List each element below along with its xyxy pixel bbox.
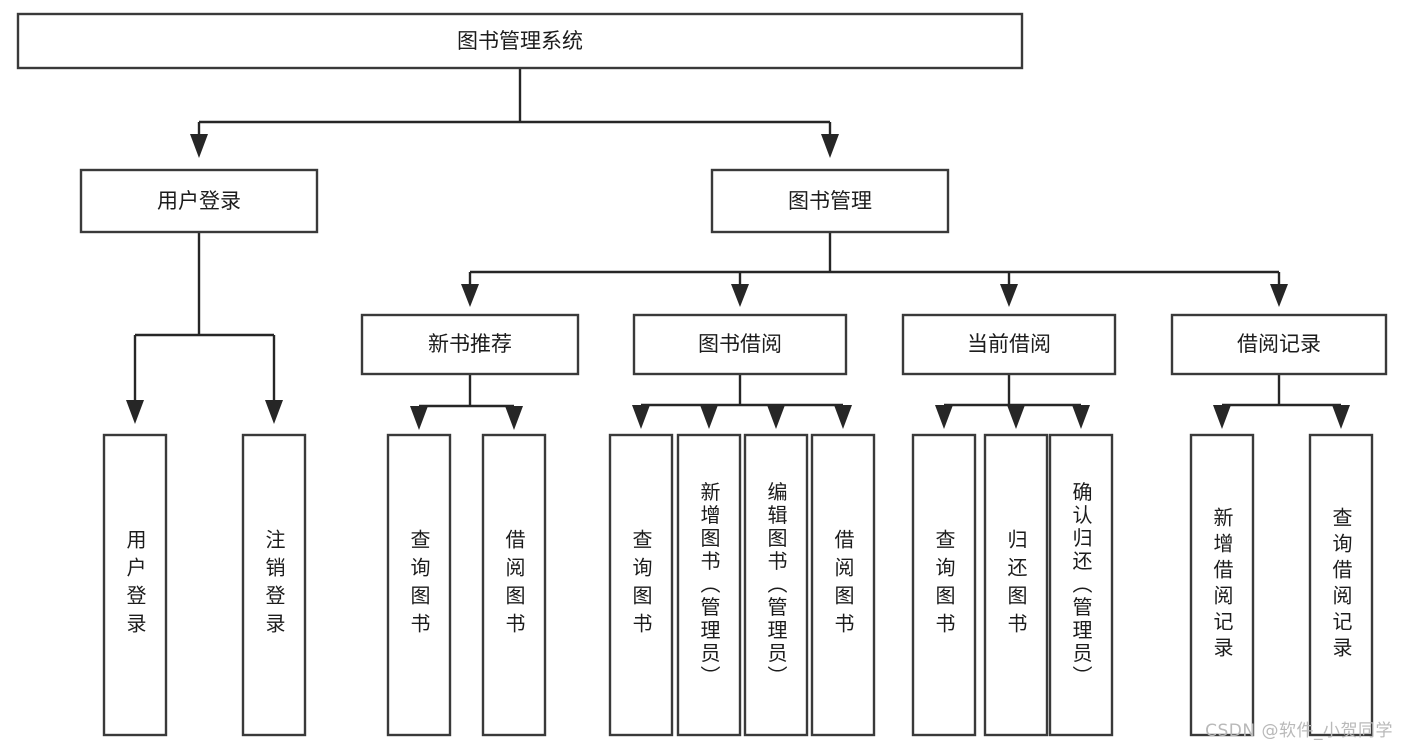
leaf-confirm-return-admin-label: 确认归还（管理员）	[1069, 481, 1093, 688]
arrow-record-leaf-2	[1332, 405, 1350, 429]
arrow-root-to-user-login	[190, 134, 208, 158]
leaf-query-book-current-label: 查询图书	[932, 529, 956, 641]
arrow-borrow-leaf-2	[700, 405, 718, 429]
leaf-query-book-current-box	[911, 433, 977, 737]
node-root-box	[16, 12, 1024, 70]
leaf-query-book-newbook-label: 查询图书	[407, 529, 431, 641]
leaf-logout-login-label: 注销登录	[262, 529, 286, 641]
leaf-query-borrow-record-label: 查询借阅记录	[1329, 507, 1353, 663]
leaf-edit-book-admin-box	[743, 433, 809, 737]
leaf-borrow-book-borrow-box	[810, 433, 876, 737]
leaf-query-book-borrow-label: 查询图书	[629, 529, 653, 641]
node-borrow-record-label: 借阅记录	[1237, 332, 1321, 356]
csdn-watermark: CSDN @软件_小贺同学	[1205, 721, 1393, 741]
leaf-edit-book-admin-label: 编辑图书（管理员）	[764, 481, 788, 688]
arrow-current-leaf-2	[1007, 405, 1025, 429]
leaf-query-borrow-record[interactable]: 查询借阅记录	[1308, 433, 1374, 737]
leaf-add-book-admin-box	[676, 433, 742, 737]
node-root-label: 图书管理系统	[457, 29, 583, 53]
arrow-book-mgmt-to-record	[1270, 284, 1288, 307]
arrow-root-to-book-mgmt	[821, 134, 839, 158]
node-book-borrow-box	[632, 313, 848, 376]
leaf-add-book-admin[interactable]: 新增图书（管理员）	[676, 433, 742, 737]
node-book-borrow[interactable]: 图书借阅	[632, 313, 848, 376]
arrow-new-book-leaf-2	[505, 406, 523, 430]
node-new-book-recommend-box	[360, 313, 580, 376]
node-current-borrow-box	[901, 313, 1117, 376]
node-new-book-recommend[interactable]: 新书推荐	[360, 313, 580, 376]
leaf-query-borrow-record-box	[1308, 433, 1374, 737]
leaf-edit-book-admin[interactable]: 编辑图书（管理员）	[743, 433, 809, 737]
leaf-borrow-book-borrow-label: 借阅图书	[831, 529, 855, 641]
arrow-current-leaf-3	[1072, 405, 1090, 429]
arrow-borrow-leaf-4	[834, 405, 852, 429]
arrow-book-mgmt-to-borrow	[731, 284, 749, 307]
leaf-confirm-return-admin-box	[1048, 433, 1114, 737]
leaf-return-book-label: 归还图书	[1004, 529, 1028, 641]
leaf-confirm-return-admin[interactable]: 确认归还（管理员）	[1048, 433, 1114, 737]
node-root-book-management-system[interactable]: 图书管理系统	[16, 12, 1024, 70]
leaf-query-book-newbook[interactable]: 查询图书	[386, 433, 452, 737]
leaf-user-login[interactable]: 用户登录	[102, 433, 168, 737]
arrow-record-leaf-1	[1213, 405, 1231, 429]
leaf-return-book[interactable]: 归还图书	[983, 433, 1049, 737]
leaf-logout-login[interactable]: 注销登录	[241, 433, 307, 737]
node-borrow-record-box	[1170, 313, 1388, 376]
leaf-add-borrow-record-label: 新增借阅记录	[1210, 507, 1234, 663]
node-book-management[interactable]: 图书管理	[710, 168, 950, 234]
node-borrow-record[interactable]: 借阅记录	[1170, 313, 1388, 376]
leaf-add-book-admin-label: 新增图书（管理员）	[697, 481, 721, 688]
leaf-add-borrow-record[interactable]: 新增借阅记录	[1189, 433, 1255, 737]
node-book-borrow-label: 图书借阅	[698, 332, 782, 356]
leaf-query-book-borrow[interactable]: 查询图书	[608, 433, 674, 737]
leaf-logout-login-box	[241, 433, 307, 737]
leaf-user-login-label: 用户登录	[123, 529, 147, 641]
node-current-borrow-label: 当前借阅	[967, 332, 1051, 356]
node-user-login-box	[79, 168, 319, 234]
arrow-user-login-leaf-2	[265, 400, 283, 424]
leaf-borrow-book-newbook[interactable]: 借阅图书	[481, 433, 547, 737]
leaf-user-login-box	[102, 433, 168, 737]
node-current-borrow[interactable]: 当前借阅	[901, 313, 1117, 376]
arrow-book-mgmt-to-new-book	[461, 284, 479, 307]
leaf-borrow-book-newbook-box	[481, 433, 547, 737]
leaf-query-book-newbook-box	[386, 433, 452, 737]
node-book-management-label: 图书管理	[788, 189, 872, 213]
arrow-current-leaf-1	[935, 405, 953, 429]
leaf-borrow-book-borrow[interactable]: 借阅图书	[810, 433, 876, 737]
arrow-borrow-leaf-1	[632, 405, 650, 429]
node-user-login-label: 用户登录	[157, 189, 241, 213]
arrow-new-book-leaf-1	[410, 406, 428, 430]
arrow-borrow-leaf-3	[767, 405, 785, 429]
connector-layer	[126, 68, 1350, 430]
node-new-book-recommend-label: 新书推荐	[428, 332, 512, 356]
arrow-book-mgmt-to-current	[1000, 284, 1018, 307]
leaf-query-book-current[interactable]: 查询图书	[911, 433, 977, 737]
node-user-login[interactable]: 用户登录	[79, 168, 319, 234]
node-book-management-box	[710, 168, 950, 234]
leaf-return-book-box	[983, 433, 1049, 737]
arrow-user-login-leaf-1	[126, 400, 144, 424]
leaf-query-book-borrow-box	[608, 433, 674, 737]
leaf-add-borrow-record-box	[1189, 433, 1255, 737]
leaf-borrow-book-newbook-label: 借阅图书	[502, 529, 526, 641]
